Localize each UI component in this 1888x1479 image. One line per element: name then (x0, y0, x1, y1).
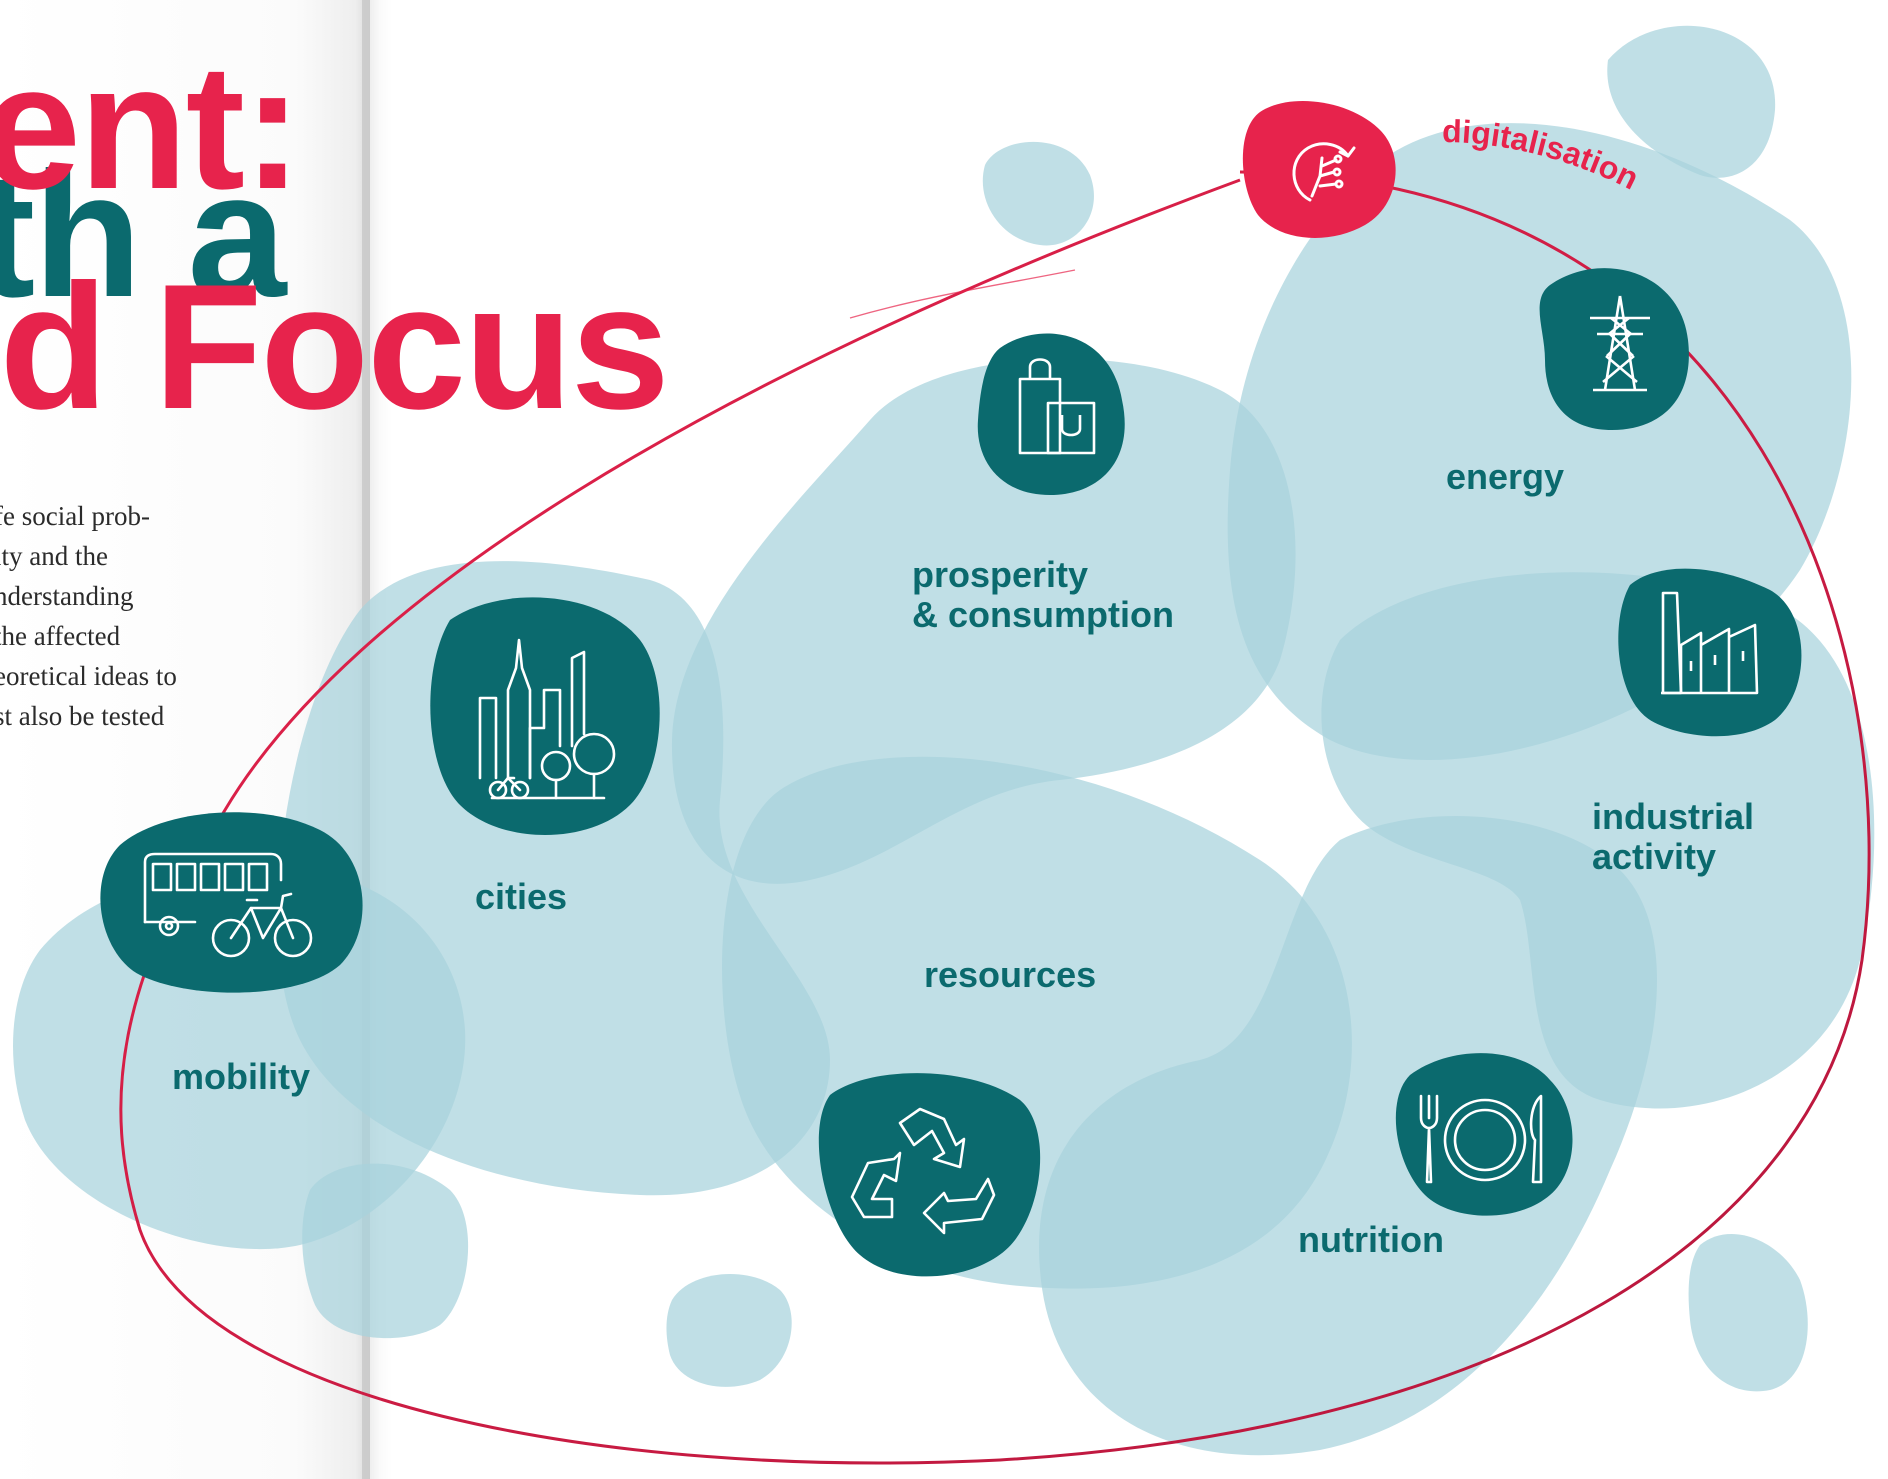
nutrition-icon-bg (1395, 1053, 1573, 1216)
body-line: nderstanding (0, 581, 134, 611)
recycle-icon (850, 1107, 996, 1235)
industrial-label-line1: industrial (1592, 796, 1755, 837)
blob-small-bottom-mid (666, 1273, 792, 1387)
bus-and-bicycle-icon (143, 852, 313, 958)
mobility-label: mobility (172, 1056, 311, 1097)
plate-and-cutlery-icon (1419, 1094, 1543, 1184)
body-line: st also be tested (0, 701, 165, 731)
blob-small-top (982, 141, 1094, 246)
headline-line-3: ld Focus (0, 247, 670, 446)
resources-icon-bg (818, 1073, 1041, 1277)
prosperity-label-line1: prosperity (912, 554, 1089, 595)
ring-accent-stroke (849, 269, 1076, 319)
resources-label: resources (924, 954, 1097, 995)
body-line: fe social prob- (0, 501, 150, 531)
blob-nutrition (1039, 816, 1658, 1456)
body-paragraph: fe social prob- ity and the nderstanding… (0, 496, 224, 736)
industrial-label-line2: activity (1592, 836, 1717, 877)
headline-line-2: th a (0, 135, 286, 334)
blob-small-bottom-left (302, 1163, 469, 1339)
blob-prosperity (671, 358, 1296, 884)
body-line: the affected (0, 621, 121, 651)
energy-label: energy (1446, 456, 1565, 497)
prosperity-label-line2: & consumption (912, 594, 1174, 635)
nutrition-label: nutrition (1298, 1219, 1444, 1260)
city-skyline-icon (478, 638, 616, 800)
digital-brain-icon (1292, 142, 1356, 202)
factory-icon (1661, 591, 1759, 695)
body-line: ity and the (0, 541, 108, 571)
blob-top-right (1607, 25, 1776, 178)
cities-label: cities (475, 876, 568, 917)
shopping-bags-icon (1018, 358, 1096, 455)
headline-line-1: ent: (0, 27, 302, 226)
digitalisation-ring (119, 170, 1871, 1465)
blob-small-bottom-right (1688, 1233, 1808, 1392)
mobility-icon-bg (100, 812, 363, 993)
prosperity-icon-bg (977, 333, 1125, 495)
power-pylon-icon (1590, 295, 1650, 392)
body-line: eoretical ideas to (0, 661, 177, 691)
